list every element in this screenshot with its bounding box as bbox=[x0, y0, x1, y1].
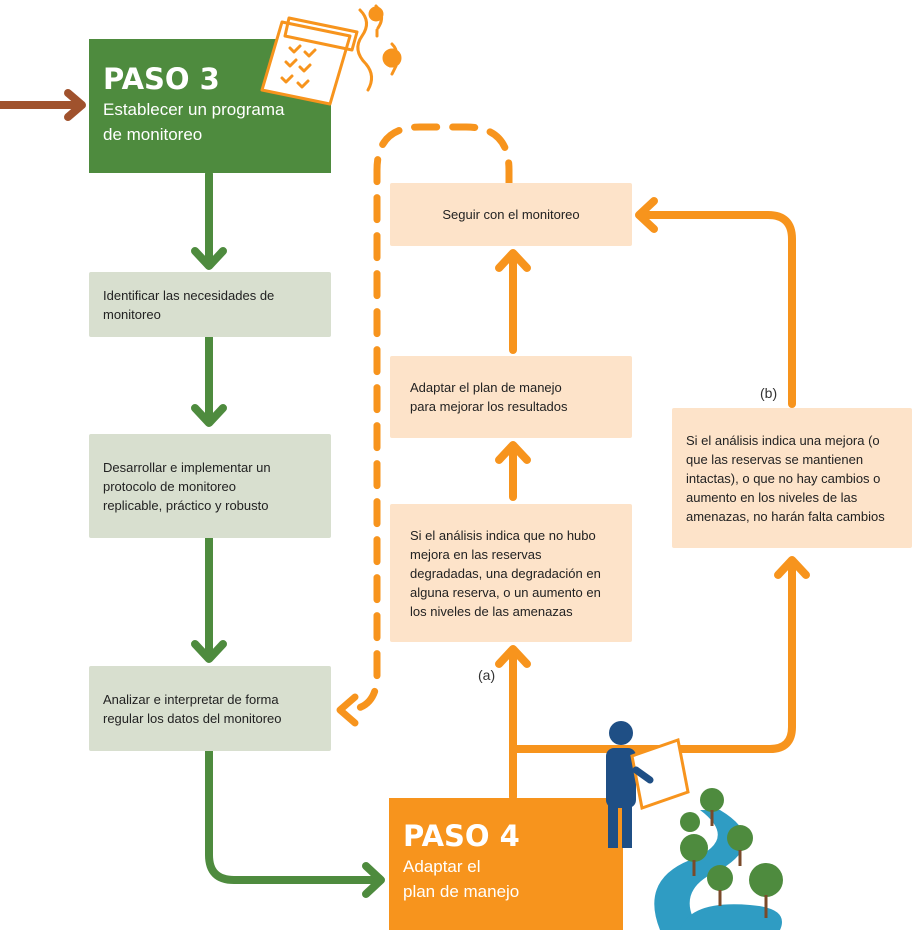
incoming-arrow bbox=[0, 89, 86, 121]
improvement-line4: aumento en los niveles de las bbox=[686, 489, 858, 505]
step3-box: PASO 3 Establecer un programa de monitor… bbox=[89, 39, 331, 173]
identify-needs-box: Identificar las necesidades de monitoreo bbox=[89, 272, 331, 337]
improvement-line5: amenazas, no harán falta cambios bbox=[686, 508, 885, 524]
continue-monitoring-text: Seguir con el monitoreo bbox=[442, 207, 580, 222]
no-improvement-line5: los niveles de las amenazas bbox=[410, 603, 573, 619]
step4-subtitle-line1: Adaptar el bbox=[403, 857, 481, 876]
develop-protocol-line2: protocolo de monitoreo bbox=[103, 478, 236, 494]
adapt-plan-line2: para mejorar los resultados bbox=[410, 399, 568, 414]
step4-subtitle-line2: plan de manejo bbox=[403, 882, 520, 901]
identify-needs-line1: Identificar las necesidades de bbox=[103, 287, 275, 303]
analyze-data-box: Analizar e interpretar de forma regular … bbox=[89, 666, 331, 751]
orange-flow-arrows bbox=[495, 197, 810, 801]
branch-label-a: (a) bbox=[478, 667, 496, 683]
identify-needs-line2: monitoreo bbox=[103, 306, 161, 322]
green-flow-arrows bbox=[191, 170, 385, 898]
analyze-data-line1: Analizar e interpretar de forma bbox=[103, 691, 279, 707]
no-improvement-line4: alguna reserva, o un aumento en bbox=[410, 584, 601, 600]
no-improvement-line1: Si el análisis indica que no hubo bbox=[410, 527, 596, 543]
branch-label-b: (b) bbox=[760, 385, 778, 401]
step4-box: PASO 4 Adaptar el plan de manejo bbox=[389, 798, 623, 930]
no-improvement-line3: degradadas, una degradación en bbox=[410, 565, 601, 581]
dashed-feedback-loop bbox=[336, 123, 513, 727]
continue-monitoring-box: Seguir con el monitoreo bbox=[390, 183, 632, 246]
step3-subtitle-line2: de monitoreo bbox=[103, 125, 203, 144]
improvement-line1: Si el análisis indica una mejora (o bbox=[686, 432, 880, 448]
improvement-box: Si el análisis indica una mejora (o que … bbox=[672, 408, 912, 548]
step3-subtitle-line1: Establecer un programa bbox=[103, 100, 285, 119]
develop-protocol-line1: Desarrollar e implementar un bbox=[103, 459, 271, 475]
develop-protocol-line3: replicable, práctico y robusto bbox=[103, 497, 269, 513]
step3-title: PASO 3 bbox=[103, 62, 220, 96]
improvement-line3: intactas), o que no hay cambios o bbox=[686, 470, 881, 486]
no-improvement-line2: mejora en las reservas bbox=[410, 546, 542, 562]
develop-protocol-box: Desarrollar e implementar un protocolo d… bbox=[89, 434, 331, 538]
step4-title: PASO 4 bbox=[403, 819, 520, 853]
improvement-line2: que las reservas se mantienen bbox=[686, 451, 864, 467]
adapt-plan-line1: Adaptar el plan de manejo bbox=[410, 380, 562, 395]
no-improvement-box: Si el análisis indica que no hubo mejora… bbox=[390, 504, 632, 642]
adapt-plan-box: Adaptar el plan de manejo para mejorar l… bbox=[390, 356, 632, 438]
analyze-data-line2: regular los datos del monitoreo bbox=[103, 710, 282, 726]
